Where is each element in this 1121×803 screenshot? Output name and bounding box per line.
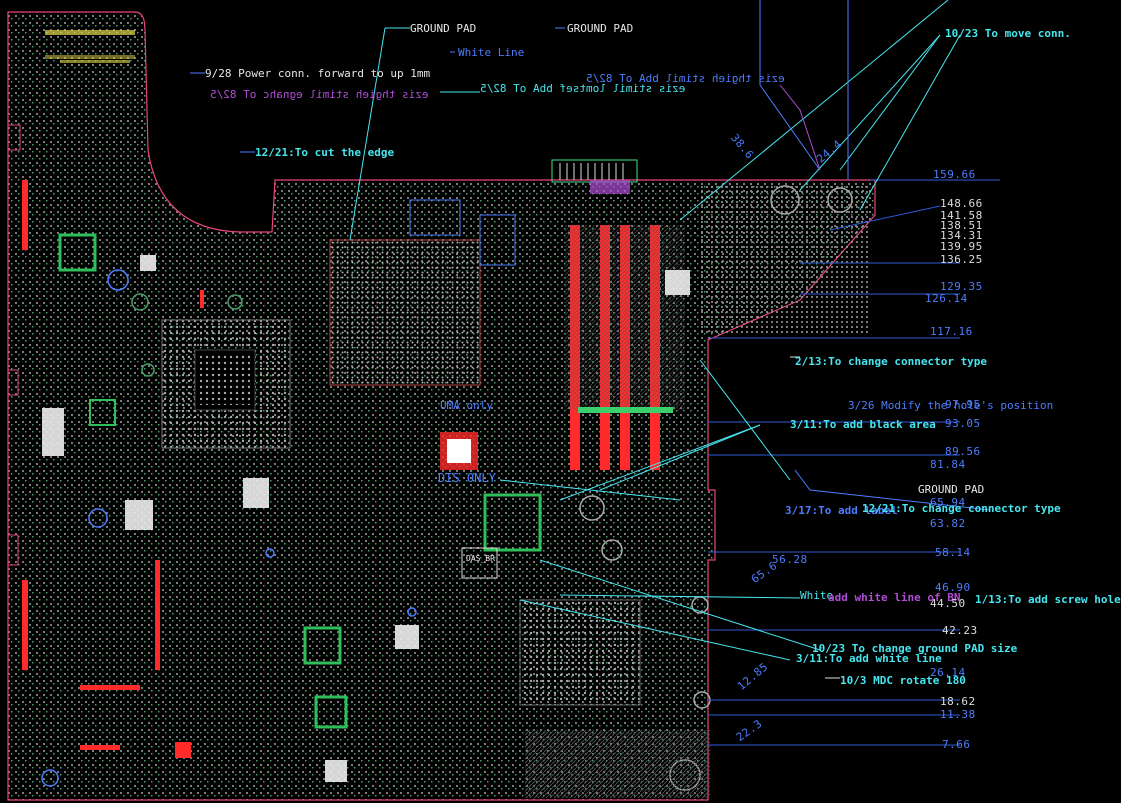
dim-label: 26.14 — [930, 666, 966, 679]
dim-label: 18.62 — [940, 695, 976, 708]
dim-label: 126.14 — [925, 292, 968, 305]
ram-slots — [565, 225, 685, 470]
dim-label: 139.95 — [940, 240, 983, 253]
north-bridge — [329, 239, 481, 386]
dim-label: 129.35 — [940, 280, 983, 293]
dim-label: 11.38 — [940, 708, 976, 721]
dim-label: 159.66 — [933, 168, 976, 181]
white-label: White — [800, 589, 834, 602]
cut-edge-note: 12/21:To cut the edge — [255, 146, 395, 159]
move-conn-note: 10/23 To move conn. — [945, 27, 1071, 40]
dim-label: 63.82 — [930, 517, 966, 530]
white-line-label: White Line — [458, 46, 525, 59]
dim-label: 136.25 — [940, 253, 983, 266]
dim-label: 46.90 — [935, 581, 971, 594]
ground-pad-size-note: 10/23 To change ground PAD size — [812, 642, 1018, 655]
mirror-note-left: ezis thgieh stimil egnahc oT 82/5 — [210, 88, 429, 101]
add-white-line-note: 3/11:To add white line — [796, 652, 942, 665]
dim-label: 134.31 — [940, 229, 983, 242]
add-label-note: 3/17:To add label — [785, 504, 898, 517]
dim-label: 81.84 — [930, 458, 966, 471]
add-screw-hole-note: 1/13:To add screw hole — [975, 593, 1121, 606]
dim-label: 44.50 — [930, 597, 966, 610]
add-black-area-note: 3/11:To add black area — [790, 418, 936, 431]
dim-label: 93.05 — [945, 417, 981, 430]
add-white-line-note-2: add white line of BN — [828, 591, 961, 604]
uma-only-label: UMA only — [440, 399, 493, 412]
dim-label: 42.23 — [942, 624, 978, 637]
dim-label: 65.94 — [930, 496, 966, 509]
ground-pad-label-1: GROUND PAD — [410, 22, 477, 35]
dim-label: 89.56 — [945, 445, 981, 458]
dim-label: 7.66 — [942, 738, 971, 751]
dis-only-label: DIS ONLY — [438, 471, 496, 485]
mdc-rotate-note: 10/3 MDC rotate 180 — [840, 674, 966, 687]
chip-label: DAS_BR — [466, 554, 495, 563]
modify-hole-note: 3/26 Modify the hole's position — [848, 399, 1054, 412]
dim-label: 138.51 — [940, 219, 983, 232]
dim-label: 141.58 — [940, 209, 983, 222]
change-connector-note-2: 12/21:To change connector type — [862, 502, 1061, 515]
dim-label: 58.14 — [935, 546, 971, 559]
change-connector-note: 2/13:To change connector type — [795, 355, 988, 368]
dim-label: 117.16 — [930, 325, 973, 338]
mirror-note-mid: ezis stimil lomtsef bbA oT 82/5 — [480, 82, 686, 95]
dim-label: 97.95 — [945, 398, 981, 411]
dim-label: 148.66 — [940, 197, 983, 210]
board-outline — [7, 11, 876, 801]
dim-label: 56.28 — [772, 553, 808, 566]
ground-pad-label-3: GROUND PAD — [918, 483, 985, 496]
ground-pad-label-2: GROUND PAD — [567, 22, 634, 35]
power-conn-note: 9/28 Power conn. forward to up 1mm — [205, 67, 431, 80]
south-bridge — [519, 599, 641, 706]
